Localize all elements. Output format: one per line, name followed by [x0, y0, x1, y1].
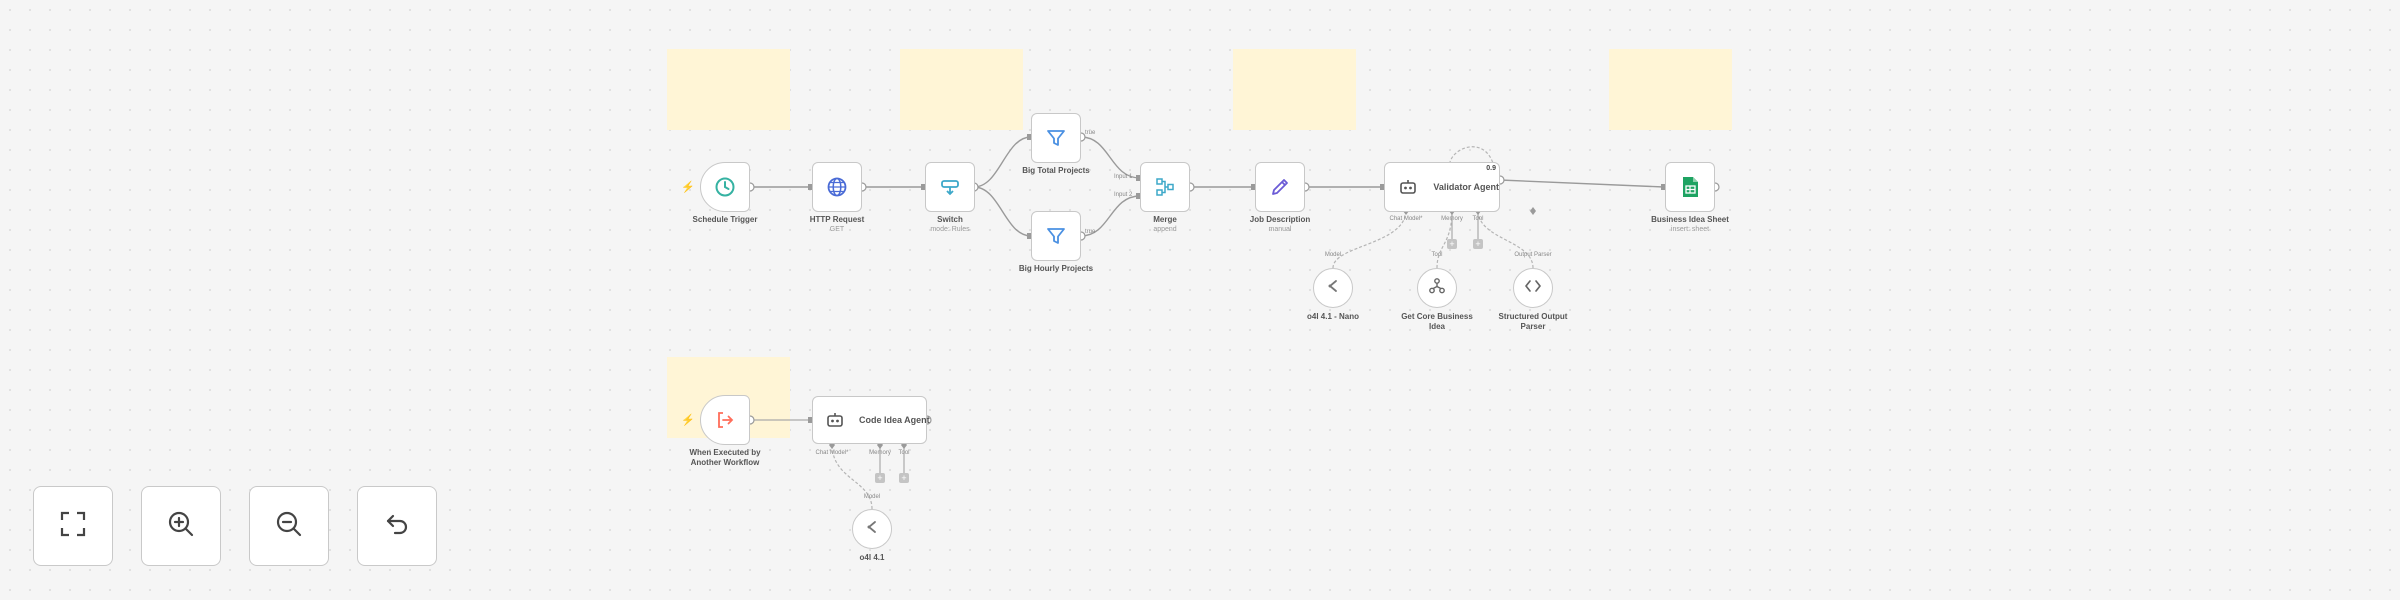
node-code-idea-agent[interactable]: Code Idea Agent [812, 396, 930, 444]
node-job-description[interactable] [1255, 162, 1305, 212]
node-openai-41[interactable] [852, 509, 892, 549]
tool-icon [1428, 277, 1446, 300]
add-tool-plus[interactable]: + [1473, 239, 1483, 249]
reset-zoom-button[interactable] [357, 486, 437, 566]
port-label: Tool [1431, 252, 1443, 258]
robot-icon [1397, 174, 1419, 200]
trigger-lightning-icon: ⚡ [681, 414, 695, 427]
version-badge: 0.9 [1486, 165, 1496, 172]
sheets-icon [1677, 174, 1703, 200]
edge-switch-bigtotal [973, 136, 1032, 188]
braces-icon [1524, 277, 1542, 300]
node-merge[interactable] [1140, 162, 1190, 212]
node-http-request[interactable] [812, 162, 862, 212]
add-code-memory-plus[interactable]: + [875, 473, 885, 483]
node-openai-nano[interactable] [1313, 268, 1353, 308]
port-label: Tool [898, 450, 910, 456]
node-label: Structured Output Parser [1498, 312, 1568, 331]
zoom-out-icon [274, 509, 304, 544]
edge-parser-validator [1477, 209, 1534, 269]
clock-icon [712, 174, 738, 200]
filter-icon [1043, 223, 1069, 249]
workflow-trigger-icon [712, 407, 738, 433]
port-label: Model [1324, 252, 1342, 258]
sticky-note-3[interactable] [1233, 49, 1356, 130]
add-memory-plus[interactable]: + [1447, 239, 1457, 249]
node-label: Get Core Business Idea [1401, 312, 1473, 331]
node-label: o4l 4.1 - Nano [1306, 312, 1359, 321]
zoom-in-button[interactable] [141, 486, 221, 566]
edge-bighourly-merge [1080, 195, 1141, 237]
node-big-total-projects[interactable] [1031, 113, 1081, 163]
edge-nano-validator [1332, 209, 1407, 269]
node-label: Big Total Projects [1022, 166, 1090, 175]
globe-icon [824, 174, 850, 200]
node-big-hourly-projects[interactable] [1031, 211, 1081, 261]
zoom-in-icon [166, 509, 196, 544]
port-label: Tool [1472, 216, 1484, 222]
edge-switch-bighourly [973, 186, 1032, 237]
node-validator-agent[interactable]: Validator Agent 0.9 [1384, 162, 1500, 212]
port-label: Input 1 [1114, 174, 1133, 180]
port-label: Model [863, 494, 881, 500]
node-schedule-trigger[interactable] [700, 162, 750, 212]
edge-o41-codeagent [831, 443, 873, 510]
node-title: Code Idea Agent [859, 415, 930, 425]
openai-icon [864, 519, 880, 540]
zoom-out-button[interactable] [249, 486, 329, 566]
port-label: Input 2 [1114, 192, 1133, 198]
port-label: Memory [1441, 216, 1463, 222]
node-get-core-business-idea[interactable] [1417, 268, 1457, 308]
trigger-lightning-icon: ⚡ [681, 181, 695, 194]
add-code-tool-plus[interactable]: + [899, 473, 909, 483]
edge-bigtotal-merge [1080, 136, 1141, 179]
node-label: o4l 4.1 [859, 553, 885, 562]
edge-validator-sheet [1499, 179, 1665, 188]
port-label: Output Parser [1514, 252, 1552, 258]
sticky-note-4[interactable] [1609, 49, 1732, 130]
node-label: Schedule Trigger [692, 215, 758, 224]
fit-view-button[interactable] [33, 486, 113, 566]
port-label: Chat Model* [815, 450, 849, 456]
reset-icon [382, 509, 412, 544]
sticky-note-2[interactable] [900, 49, 1023, 130]
port-label: Chat Model* [1389, 216, 1423, 222]
openai-icon [1325, 278, 1341, 299]
fit-view-icon [58, 509, 88, 544]
node-label: Big Hourly Projects [1018, 264, 1094, 273]
switch-icon [937, 174, 963, 200]
edge-parser-loop [1449, 146, 1496, 173]
merge-icon [1152, 174, 1178, 200]
node-label: When Executed by Another Workflow [689, 448, 761, 467]
sticky-note-1[interactable] [667, 49, 790, 130]
node-when-executed[interactable] [700, 395, 750, 445]
port-label: true [1085, 229, 1096, 235]
pencil-icon [1267, 174, 1293, 200]
node-title: Validator Agent [1433, 182, 1499, 192]
port-label: Memory [869, 450, 891, 456]
port-label: true [1085, 130, 1096, 136]
robot-icon [825, 407, 845, 433]
filter-icon [1043, 125, 1069, 151]
node-business-idea-sheet[interactable] [1665, 162, 1715, 212]
node-structured-output-parser[interactable] [1513, 268, 1553, 308]
node-switch[interactable] [925, 162, 975, 212]
